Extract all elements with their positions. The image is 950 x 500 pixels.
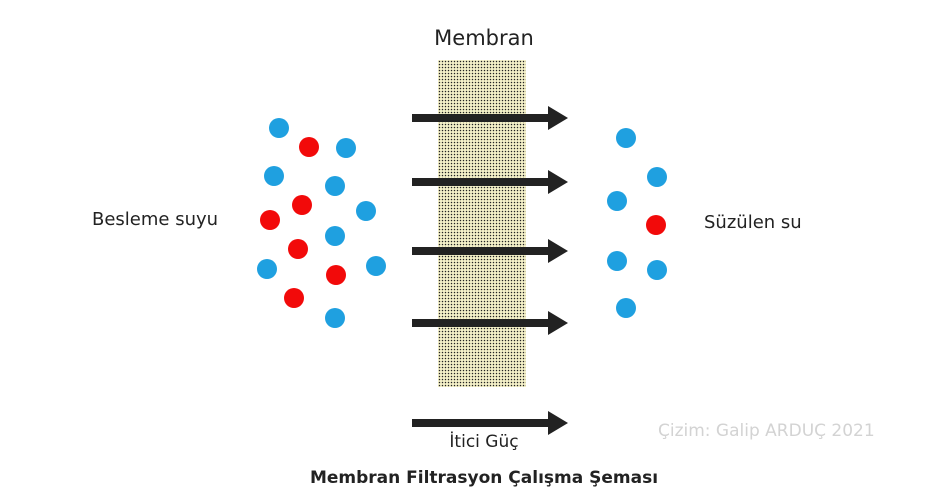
water-particle: [366, 256, 386, 276]
water-particle: [257, 259, 277, 279]
credit-text: Çizim: Galip ARDUÇ 2021: [658, 421, 875, 441]
diagram-title: Membran Filtrasyon Çalışma Şeması: [309, 468, 659, 488]
water-particle: [607, 251, 627, 271]
contaminant-particle: [284, 288, 304, 308]
driving-force-label: İtici Güç: [449, 432, 519, 452]
water-particle: [336, 138, 356, 158]
feed-water-label: Besleme suyu: [92, 209, 219, 230]
water-particle: [647, 167, 667, 187]
water-particle: [269, 118, 289, 138]
contaminant-particle: [288, 239, 308, 259]
water-particle: [607, 191, 627, 211]
flow-arrow: [412, 239, 568, 263]
water-particle: [616, 298, 636, 318]
contaminant-particle: [292, 195, 312, 215]
driving-force-arrow: [412, 411, 568, 435]
flow-arrow: [412, 311, 568, 335]
water-particle: [325, 308, 345, 328]
contaminant-particle: [646, 215, 666, 235]
membrane-label: Membran: [434, 26, 534, 50]
feed-particles: [257, 118, 386, 328]
water-particle: [356, 201, 376, 221]
filtrate-particles: [607, 128, 667, 318]
water-particle: [647, 260, 667, 280]
water-particle: [325, 226, 345, 246]
contaminant-particle: [299, 137, 319, 157]
membrane: [438, 60, 526, 387]
water-particle: [325, 176, 345, 196]
contaminant-particle: [326, 265, 346, 285]
filtrate-label: Süzülen su: [704, 212, 802, 233]
flow-arrow: [412, 170, 568, 194]
water-particle: [264, 166, 284, 186]
contaminant-particle: [260, 210, 280, 230]
water-particle: [616, 128, 636, 148]
flow-arrow: [412, 106, 568, 130]
